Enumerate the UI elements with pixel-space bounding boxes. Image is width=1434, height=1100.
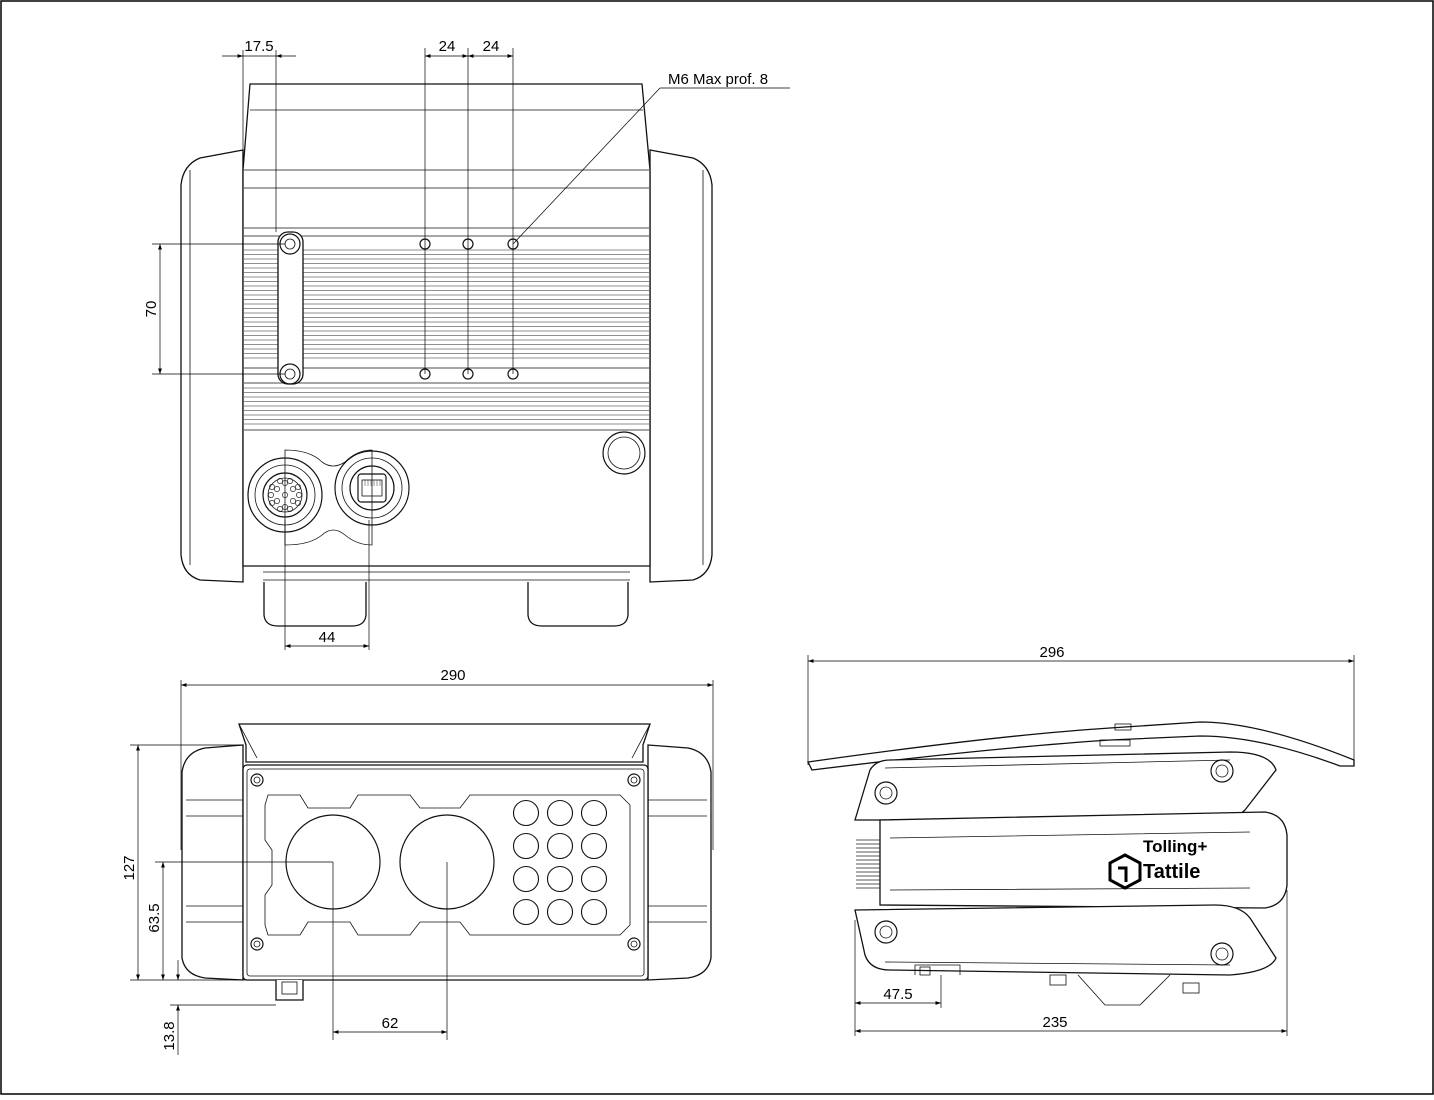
logo-brand-name: Tattile: [1143, 861, 1200, 883]
tattile-mark-icon: [1108, 853, 1142, 890]
top-view-dimensions: 17.5 24 24 M6 Max prof. 8 70 44: [143, 38, 790, 650]
connector-pin: [277, 478, 283, 484]
top-view: [180, 83, 713, 627]
dim-hole-pitch-1: 24: [439, 38, 456, 55]
dim-base-offset: 13.8: [161, 1021, 178, 1050]
connector-pin: [282, 504, 288, 510]
button-icon: [602, 431, 646, 475]
side-view-dimensions: 296 235 47.5: [807, 644, 1355, 1036]
led-emitter: [546, 898, 574, 926]
dim-overall-length: 296: [1039, 644, 1064, 661]
connector-pin: [282, 492, 288, 498]
connector-pin: [274, 498, 280, 504]
heatsink-fins-lower: [244, 387, 649, 425]
led-emitter: [512, 865, 540, 893]
connector-pin: [290, 498, 296, 504]
led-emitter: [580, 799, 608, 827]
face-screws: [250, 773, 641, 951]
front-view-dimensions: 290 127 63.5 13.8 62: [121, 667, 714, 1055]
dim-lens-spacing: 62: [382, 1015, 399, 1032]
connector-pin: [277, 506, 283, 512]
circular-connector-icon: [247, 457, 323, 533]
side-heatsink-fins: [856, 839, 880, 889]
led-emitter: [546, 799, 574, 827]
illuminator-led-array: [512, 799, 608, 926]
dim-width: 290: [440, 667, 465, 684]
dim-height: 127: [121, 855, 138, 880]
connector-pin: [287, 506, 293, 512]
heatsink-fins-upper: [244, 249, 649, 359]
dim-hole-pitch-2: 24: [483, 38, 500, 55]
connector-pin: [287, 478, 293, 484]
connector-pin: [295, 500, 301, 506]
led-emitter: [546, 832, 574, 860]
connector-pin: [282, 480, 288, 486]
connector-pin: [268, 492, 274, 498]
dim-mount-offset: 47.5: [883, 986, 912, 1003]
front-view: [181, 723, 712, 1001]
connector-pin: [269, 484, 275, 490]
connector-pin: [269, 500, 275, 506]
connector-pin: [274, 486, 280, 492]
connector-pin: [296, 492, 302, 498]
note-m6: M6 Max prof. 8: [668, 71, 768, 88]
ethernet-connector-icon: [334, 450, 410, 526]
tattile-logo: Tolling+ Tattile: [1108, 837, 1207, 890]
led-emitter: [580, 832, 608, 860]
logo-product-name: Tolling+: [1143, 837, 1207, 856]
connector-pin: [290, 486, 296, 492]
led-emitter: [580, 898, 608, 926]
dim-body-length: 235: [1042, 1014, 1067, 1031]
led-emitter: [580, 865, 608, 893]
dim-lens-center-height: 63.5: [146, 903, 163, 932]
dim-offset-left: 17.5: [244, 38, 273, 55]
led-emitter: [512, 832, 540, 860]
led-emitter: [512, 799, 540, 827]
side-view: Tolling+ Tattile: [807, 721, 1355, 1006]
dim-vertical-spacing: 70: [143, 301, 160, 318]
led-emitter: [512, 898, 540, 926]
dim-connector-spacing: 44: [319, 629, 336, 646]
side-screws: [874, 759, 1234, 966]
connector-pin: [295, 484, 301, 490]
led-emitter: [546, 865, 574, 893]
